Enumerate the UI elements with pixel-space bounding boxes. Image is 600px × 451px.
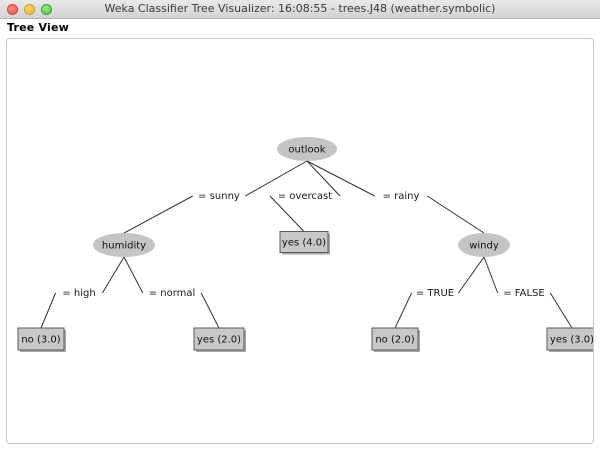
leaf-node-leaf_true[interactable]: no (2.0)	[371, 327, 420, 352]
node-label: yes (3.0)	[550, 335, 593, 346]
tree-edge-e_high	[40, 292, 57, 329]
edge-labels-layer: = sunny = overcast = rainy = high = normal = …	[62, 191, 544, 299]
close-button[interactable]	[7, 4, 18, 15]
node-shape	[546, 327, 593, 351]
leaf-node-leaf_high[interactable]: no (3.0)	[17, 327, 66, 352]
tree-view-label: Tree View	[7, 21, 69, 34]
tree-edge-e_false	[483, 256, 499, 294]
edge-label-e_rainy: = rainy	[383, 191, 420, 202]
window-controls	[7, 4, 52, 15]
node-label: windy	[469, 241, 499, 252]
node-label: yes (2.0)	[197, 335, 241, 346]
split-node-humidity[interactable]: humidity	[93, 233, 155, 257]
node-shape	[371, 327, 419, 351]
leaf-node-leaf_normal[interactable]: yes (2.0)	[193, 327, 246, 352]
tree-edge-e_normal	[123, 256, 144, 294]
leaf-node-leaf_false[interactable]: yes (3.0)	[546, 327, 593, 352]
tree-edge-e_sunny	[123, 195, 193, 234]
tree-edge-e_sunny	[245, 160, 308, 197]
window-titlebar: Weka Classifier Tree Visualizer: 16:08:5…	[0, 0, 600, 19]
node-label: outlook	[288, 145, 325, 156]
tree-edge-e_overcast	[306, 160, 341, 197]
split-node-outlook[interactable]: outlook	[277, 137, 337, 161]
node-shape	[193, 327, 245, 351]
split-node-windy[interactable]: windy	[458, 233, 510, 257]
tree-edge-e_normal	[200, 292, 220, 329]
decision-tree-graphic: outlook humidity windy yes (4.0) no (3.0) yes…	[17, 137, 593, 352]
nodes-layer: outlook humidity windy yes (4.0) no (3.0) yes…	[17, 137, 593, 352]
tree-edge-e_overcast	[269, 195, 305, 232]
edge-label-e_high: = high	[62, 288, 95, 299]
edges-layer	[40, 160, 573, 329]
tree-edge-e_true	[394, 292, 413, 329]
tree-edge-e_rainy	[427, 195, 485, 234]
tree-edge-e_false	[549, 292, 573, 329]
tree-canvas[interactable]: outlook humidity windy yes (4.0) no (3.0) yes…	[6, 38, 594, 444]
edge-label-e_false: = FALSE	[503, 288, 544, 299]
tree-edge-e_true	[457, 256, 485, 294]
edge-label-e_sunny: = sunny	[198, 191, 240, 202]
node-shape	[93, 233, 155, 257]
node-shape	[279, 231, 329, 253]
node-label: humidity	[102, 241, 146, 252]
edge-label-e_normal: = normal	[149, 288, 196, 299]
leaf-node-leaf_overcast[interactable]: yes (4.0)	[279, 231, 330, 255]
window-title: Weka Classifier Tree Visualizer: 16:08:5…	[104, 2, 496, 15]
node-label: no (2.0)	[375, 335, 414, 346]
node-shape	[458, 233, 510, 257]
tree-edge-e_high	[101, 256, 125, 294]
node-shape	[277, 137, 337, 161]
maximize-button[interactable]	[41, 4, 52, 15]
tree-edge-e_rainy	[306, 160, 375, 197]
minimize-button[interactable]	[24, 4, 35, 15]
edge-label-e_overcast: = overcast	[278, 191, 332, 202]
edge-label-e_true: = TRUE	[416, 288, 454, 299]
node-label: yes (4.0)	[282, 238, 326, 249]
node-label: no (3.0)	[21, 335, 60, 346]
node-shape	[17, 327, 65, 351]
